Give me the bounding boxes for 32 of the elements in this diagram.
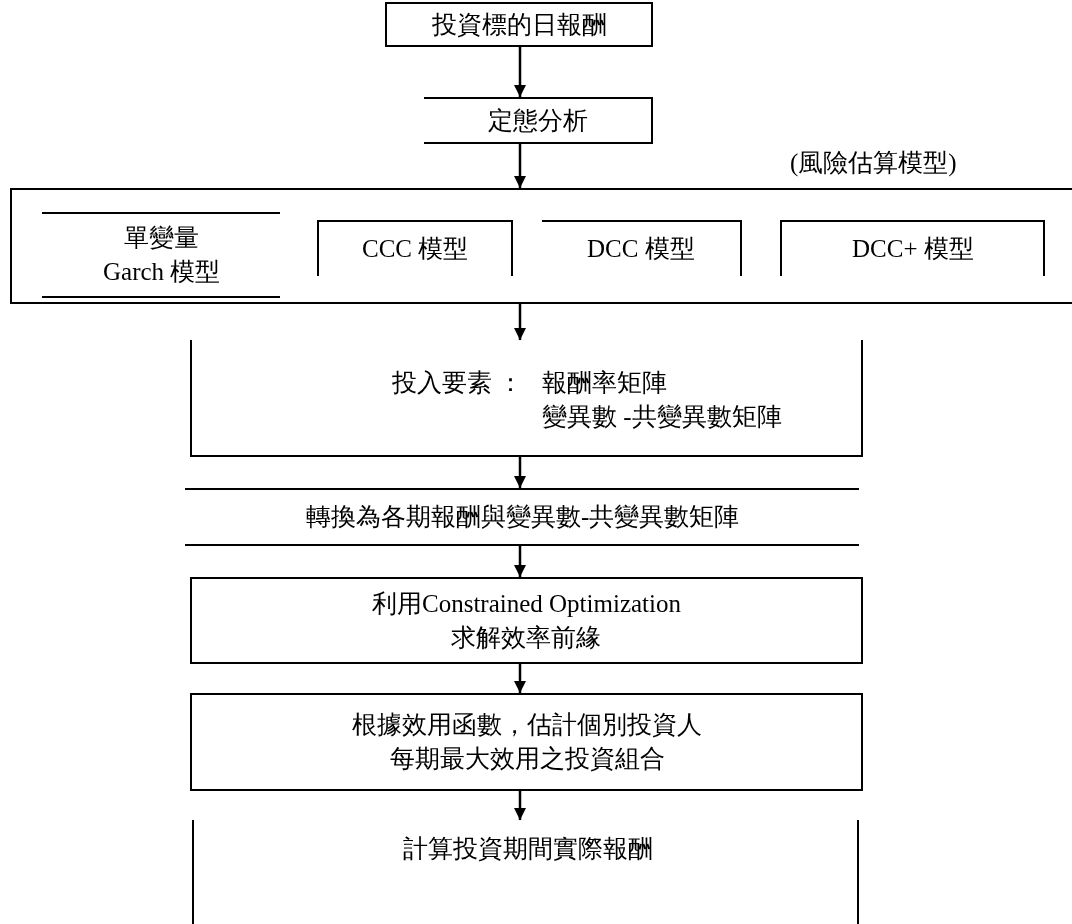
process-box <box>190 577 863 664</box>
process-box <box>385 2 653 47</box>
process-box <box>192 820 859 924</box>
process-band <box>185 488 859 546</box>
arrow <box>513 457 527 488</box>
model-box <box>42 212 280 298</box>
arrow <box>513 791 527 820</box>
node-text: 投入要素 ： <box>392 368 524 398</box>
node-text: 定態分析 <box>488 106 588 136</box>
arrow <box>513 664 527 693</box>
arrow <box>513 546 527 577</box>
process-box <box>190 693 863 791</box>
node-text: 報酬率矩陣變異數 -共變異數矩陣 <box>542 368 782 432</box>
process-box <box>190 340 863 457</box>
arrow <box>513 47 527 97</box>
node-text: 利用Constrained Optimization 求解效率前緣 <box>372 589 681 653</box>
model-box <box>542 220 742 276</box>
panel-caption: (風險估算模型) <box>790 148 957 179</box>
node-text: DCC 模型 <box>587 234 695 264</box>
process-box <box>424 97 653 144</box>
node-text: 投資標的日報酬 <box>432 10 607 40</box>
arrow <box>513 144 527 188</box>
model-panel <box>10 188 1072 304</box>
model-box <box>317 220 513 276</box>
node-text: 轉換為各期報酬與變異數-共變異數矩陣 <box>306 502 740 532</box>
node-text: 單變量 Garch 模型 <box>103 223 221 287</box>
arrow <box>513 304 527 340</box>
model-box <box>780 220 1045 276</box>
node-text: 根據效用函數，估計個別投資人每期最大效用之投資組合 <box>352 710 702 774</box>
node-text: 計算投資期間實際報酬 <box>403 834 653 864</box>
node-text: CCC 模型 <box>362 234 469 264</box>
node-text: DCC+ 模型 <box>852 234 974 264</box>
